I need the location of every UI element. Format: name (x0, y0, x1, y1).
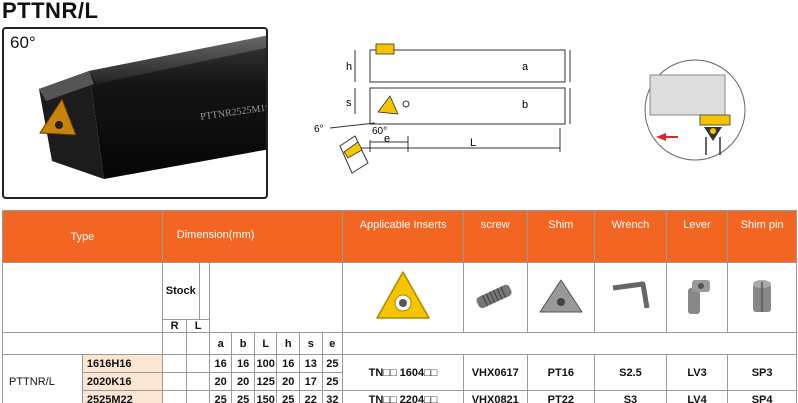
inserts-header: Applicable Inserts (342, 210, 464, 263)
screw-code: VHX0821 (463, 390, 528, 403)
page-title: PTTNR/L (2, 0, 99, 23)
type-header: Type (2, 210, 163, 263)
spec-table: Type Dimension(mm) Applicable Inserts sc… (2, 210, 797, 403)
shim-pin-header: Shim pin (727, 210, 797, 263)
detail-view (644, 59, 746, 161)
wrench-header: Wrench (594, 210, 667, 263)
shim-code: PT16 (526, 354, 596, 391)
stock-l: L (186, 319, 210, 333)
screw-code: VHX0617 (463, 354, 528, 391)
screw-icon (476, 284, 512, 309)
dim-col-b: b (231, 332, 255, 355)
dimension-drawing: h a s b 6° 60° e L (314, 43, 571, 174)
lever-image (665, 262, 729, 333)
shim-icon (539, 279, 583, 313)
shim-pin-icon (753, 280, 772, 312)
stock-label: Stock (161, 262, 200, 320)
shim-header: Shim (526, 210, 596, 263)
lever-icon (688, 280, 710, 314)
lever-code: LV3 (665, 354, 729, 391)
shim-pin-image (727, 262, 797, 333)
wrench-image (594, 262, 667, 333)
shim-image (526, 262, 596, 333)
table-row: PTTNR/L 1616H16 16 16 100 16 13 25 TN□□ … (2, 354, 797, 403)
stock-r: R (161, 319, 188, 333)
dim-label-60deg: 60° (372, 126, 387, 137)
dim-col-s: s (299, 332, 323, 355)
model-code: 1616H16 (81, 354, 163, 373)
screw-image (463, 262, 528, 333)
model-code: 2020K16 (81, 372, 163, 391)
triangle-insert-icon (376, 271, 430, 319)
dim-label-s: s (346, 97, 352, 109)
wrench-code: S2.5 (594, 354, 667, 391)
model-name: PTTNR/L (2, 354, 83, 403)
wrench-code: S3 (594, 390, 667, 403)
wrench-icon (613, 281, 650, 309)
dim-label-L: L (470, 137, 476, 149)
dim-col-e: e (321, 332, 344, 355)
dimension-header: Dimension(mm) (161, 210, 344, 263)
table-row: 2020K16 20 20 125 20 17 25 (3, 372, 797, 391)
dim-label-b: b (522, 99, 528, 111)
shim-pin-code: SP3 (727, 354, 797, 391)
insert-code: TN□□ 1604□□ (342, 354, 464, 391)
model-code: 2525M22 (81, 390, 163, 403)
dim-label-e: e (384, 133, 390, 145)
table-row: 2525M22 25 25 150 25 22 32 TN□□ 2204□□ V… (3, 390, 797, 403)
dim-col-a: a (208, 332, 233, 355)
insert-code: TN□□ 2204□□ (342, 390, 464, 403)
angle-label: 60° (10, 33, 36, 52)
product-photo: 60° PTTNR2525M16 (2, 27, 268, 199)
lever-header: Lever (665, 210, 729, 263)
insert-image (342, 262, 464, 333)
lever-code: LV4 (665, 390, 729, 403)
dim-col-L: L (253, 332, 278, 355)
dim-label-a: a (522, 61, 529, 73)
dim-label-6deg: 6° (314, 124, 324, 135)
tool-holder-photo (39, 35, 266, 179)
dim-col-h: h (276, 332, 300, 355)
screw-header: screw (463, 210, 528, 263)
shim-pin-code: SP4 (727, 390, 797, 403)
dim-label-h: h (346, 61, 352, 73)
shim-code: PT22 (526, 390, 596, 403)
